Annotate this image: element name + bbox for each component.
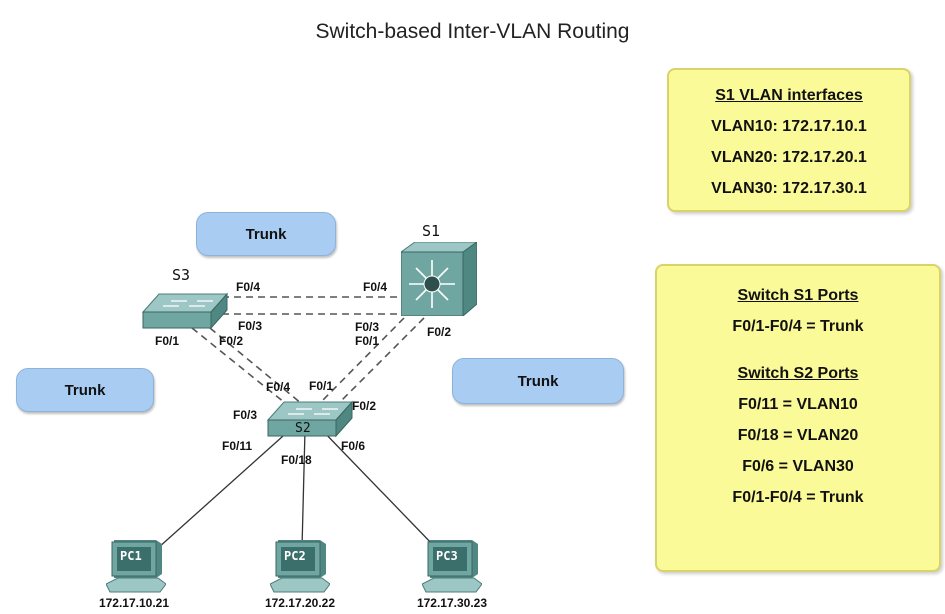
s1-vlan-line: VLAN20: 172.17.20.1 bbox=[711, 149, 867, 166]
spacer bbox=[657, 342, 939, 358]
pc-icon bbox=[106, 540, 166, 593]
pc2-label: PC2 bbox=[284, 549, 306, 563]
port-label-s3-f04: F0/4 bbox=[236, 280, 261, 294]
port-label-s2-f04: F0/4 bbox=[266, 380, 291, 394]
pc1-ip: 172.17.10.21 bbox=[98, 596, 170, 610]
link-s1-s2-f01 bbox=[321, 317, 405, 402]
pc3[interactable]: PC3 bbox=[422, 538, 482, 594]
port-label-s2-f03: F0/3 bbox=[233, 408, 258, 422]
trunk-label-left: Trunk bbox=[16, 368, 154, 412]
link-s1-s2-f02 bbox=[339, 317, 425, 403]
port-label-s3-f02: F0/2 bbox=[219, 334, 244, 348]
switch-s2-label: S2 bbox=[295, 421, 311, 436]
s1-ports-line: F0/1-F0/4 = Trunk bbox=[732, 318, 864, 335]
s1-ports-header: Switch S1 Ports bbox=[737, 287, 859, 304]
pc-icon bbox=[270, 540, 330, 593]
port-label-s2-f018: F0/18 bbox=[281, 453, 312, 467]
link-s2-pc3 bbox=[319, 427, 437, 549]
port-label-s2-f01: F0/1 bbox=[309, 379, 334, 393]
s2-ports-header: Switch S2 Ports bbox=[737, 365, 859, 382]
port-label-s3-f01: F0/1 bbox=[155, 334, 180, 348]
trunk-label-right: Trunk bbox=[452, 358, 624, 404]
link-s3-s2-f01 bbox=[191, 327, 291, 408]
port-label-s1-f01: F0/1 bbox=[355, 334, 380, 348]
s2-ports-line: F0/11 = VLAN10 bbox=[738, 396, 858, 413]
link-s3-s2-f02 bbox=[209, 327, 303, 405]
pc3-label: PC3 bbox=[436, 549, 458, 563]
port-label-s1-f03: F0/3 bbox=[355, 320, 380, 334]
s2-ports-line: F0/6 = VLAN30 bbox=[742, 458, 854, 475]
switch-s1-label: S1 bbox=[422, 222, 441, 240]
s1-vlan-box-header: S1 VLAN interfaces bbox=[715, 87, 863, 104]
pc-icon bbox=[422, 540, 482, 593]
switch-s3[interactable] bbox=[141, 290, 229, 330]
link-s2-pc1 bbox=[157, 427, 293, 549]
s2-ports-line: F0/1-F0/4 = Trunk bbox=[732, 489, 864, 506]
switch-icon bbox=[266, 400, 354, 438]
multilayer-switch-icon bbox=[401, 242, 477, 316]
port-label-s3-f03: F0/3 bbox=[238, 319, 263, 333]
pc2[interactable]: PC2 bbox=[270, 538, 330, 594]
s1-vlan-line: VLAN30: 172.17.30.1 bbox=[711, 180, 867, 197]
switch-s2[interactable] bbox=[266, 398, 354, 438]
port-label-s2-f06: F0/6 bbox=[341, 439, 366, 453]
port-label-s1-f04: F0/4 bbox=[363, 280, 388, 294]
switch-ports-box: Switch S1 Ports F0/1-F0/4 = Trunk Switch… bbox=[655, 264, 941, 572]
port-label-s2-f02: F0/2 bbox=[352, 399, 377, 413]
port-label-s1-f02: F0/2 bbox=[427, 325, 452, 339]
pc3-ip: 172.17.30.23 bbox=[416, 596, 488, 610]
switch-s3-label: S3 bbox=[172, 266, 191, 284]
trunk-label-top: Trunk bbox=[196, 212, 336, 256]
s1-vlan-interfaces-box: S1 VLAN interfaces VLAN10: 172.17.10.1 V… bbox=[667, 68, 911, 212]
link-s2-pc2 bbox=[301, 429, 306, 549]
pc1-label: PC1 bbox=[120, 549, 142, 563]
diagram-title: Switch-based Inter-VLAN Routing bbox=[315, 20, 630, 43]
switch-icon bbox=[141, 292, 229, 330]
switch-s1[interactable] bbox=[401, 242, 477, 316]
s2-ports-line: F0/18 = VLAN20 bbox=[737, 427, 859, 444]
pc1[interactable]: PC1 bbox=[106, 538, 166, 594]
port-label-s2-f011: F0/11 bbox=[222, 439, 253, 453]
s1-vlan-line: VLAN10: 172.17.10.1 bbox=[711, 118, 867, 135]
pc2-ip: 172.17.20.22 bbox=[264, 596, 336, 610]
